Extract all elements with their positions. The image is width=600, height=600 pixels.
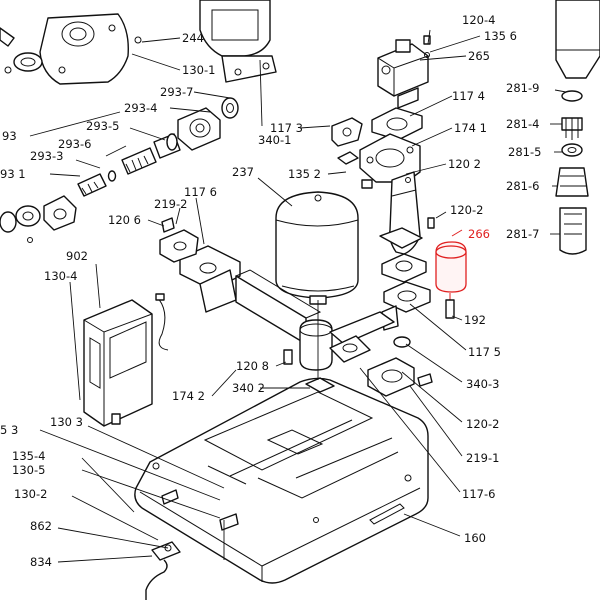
label-130-2: 130-2 <box>14 487 47 501</box>
pressure-tank-237 <box>275 191 359 305</box>
label-117-3: 117 3 <box>270 121 303 135</box>
label-130-3: 130 3 <box>50 415 83 429</box>
label-192: 192 <box>464 313 486 327</box>
label-135-4: 135-4 <box>12 449 45 463</box>
label-117-5: 117 5 <box>468 345 501 359</box>
label-293-1: 93 1 <box>0 167 26 181</box>
gasket-219-2 <box>159 217 199 263</box>
bolt-120-8 <box>283 349 293 365</box>
base-plate <box>134 377 429 584</box>
label-293-4: 293-4 <box>124 101 157 115</box>
washer-135-2 <box>337 151 359 165</box>
label-174-1: 174 1 <box>454 121 487 135</box>
label-237: 237 <box>232 165 254 179</box>
label-281-7: 281-7 <box>506 227 539 241</box>
label-293-7: 293-7 <box>160 85 193 99</box>
label-135-6: 135 6 <box>484 29 517 43</box>
plug-near-135-2 <box>361 179 373 189</box>
pressure-switch-265 <box>377 35 431 109</box>
gasket-117-3 <box>331 117 363 147</box>
label-135-2: 135 2 <box>288 167 321 181</box>
label-281-6: 281-6 <box>506 179 539 193</box>
cap-below-266 <box>445 299 455 319</box>
label-293-3: 293-3 <box>30 149 63 163</box>
label-244: 244 <box>182 31 204 45</box>
label-120-4: 120-4 <box>462 13 495 27</box>
bolt-120-2-mid <box>427 217 435 229</box>
pipe-assembly-117-6 <box>179 245 411 371</box>
label-281-5: 281-5 <box>508 145 541 159</box>
pump-housing <box>0 13 129 85</box>
label-281-9: 281-9 <box>506 81 539 95</box>
label-93: 93 <box>2 129 17 143</box>
label-340-3: 340-3 <box>466 377 499 391</box>
label-219-1: 219-1 <box>466 451 499 465</box>
label-120-6: 120 6 <box>108 213 141 227</box>
bottom-left-parts <box>145 489 239 600</box>
label-160: 160 <box>464 531 486 545</box>
part-labels: 244 130-1 120-4 135 6 265 293-7 293-4 29… <box>0 13 541 569</box>
label-834: 834 <box>30 555 52 569</box>
label-117-6: 117 6 <box>184 185 217 199</box>
washer-340-2 <box>305 377 335 393</box>
shaft-seal-parts <box>0 97 239 243</box>
gasket-117-4 <box>371 107 423 141</box>
part-266-highlighted[interactable] <box>435 241 467 300</box>
label-120-2-low: 120-2 <box>466 417 499 431</box>
label-130-4: 130-4 <box>44 269 77 283</box>
label-293-6: 293-6 <box>58 137 91 151</box>
leader-lines <box>29 29 567 563</box>
label-120-8: 120 8 <box>236 359 269 373</box>
pipe-120-2 <box>379 171 423 255</box>
label-266[interactable]: 266 <box>468 227 490 241</box>
label-120-2-mid: 120-2 <box>450 203 483 217</box>
control-box-902 <box>83 293 169 427</box>
label-120-2-top: 120 2 <box>448 157 481 171</box>
motor-frame <box>134 0 277 83</box>
label-219-2: 219-2 <box>154 197 187 211</box>
label-265: 265 <box>468 49 490 63</box>
label-130-5: 130-5 <box>12 463 45 477</box>
label-902: 902 <box>66 249 88 263</box>
label-117-6-low: 117-6 <box>462 487 495 501</box>
label-340-1: 340-1 <box>258 133 291 147</box>
label-340-2: 340 2 <box>232 381 265 395</box>
label-117-4: 117 4 <box>452 89 485 103</box>
check-valve-281 <box>555 0 600 255</box>
flange-219-1 <box>367 357 433 397</box>
label-174-2: 174 2 <box>172 389 205 403</box>
label-862: 862 <box>30 519 52 533</box>
label-130-1-top: 130-1 <box>182 63 215 77</box>
label-293-5: 293-5 <box>86 119 119 133</box>
label-5-3: 5 3 <box>0 423 18 437</box>
label-281-4: 281-4 <box>506 117 539 131</box>
flange-stack <box>381 253 431 331</box>
